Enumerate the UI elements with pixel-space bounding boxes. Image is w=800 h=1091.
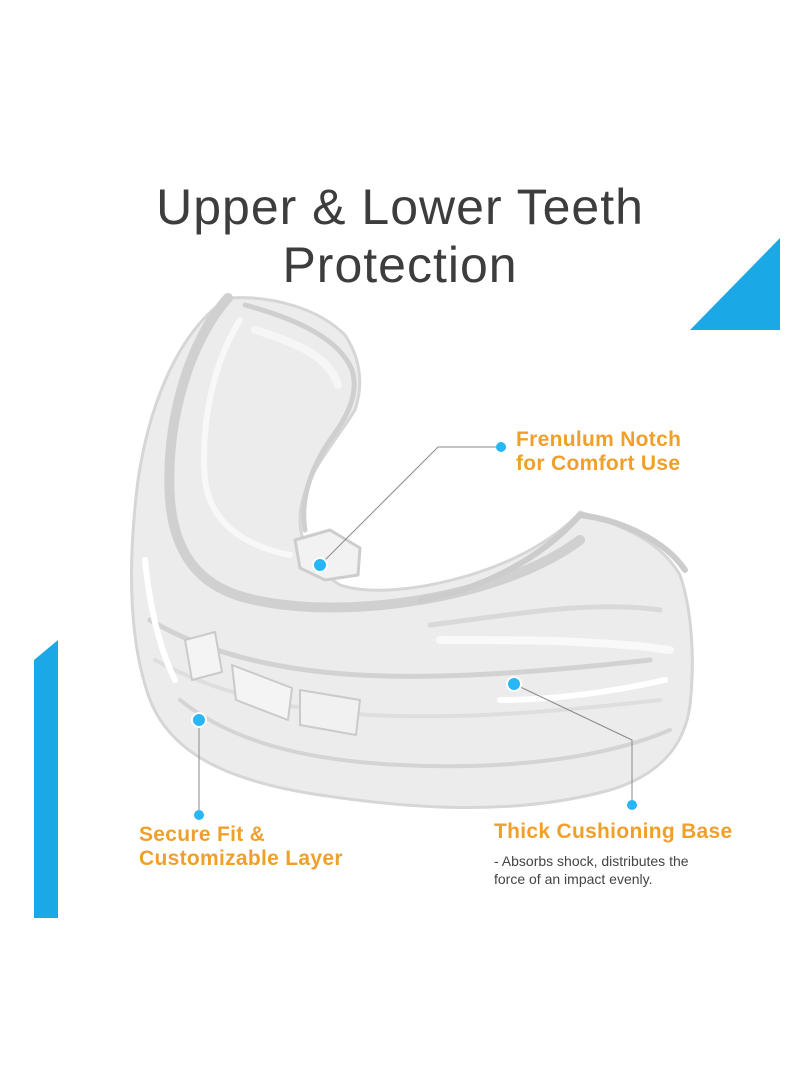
cushioning-dot-start bbox=[506, 676, 522, 692]
mouthguard-image bbox=[130, 293, 694, 809]
cushioning-base-label: Thick Cushioning Base bbox=[494, 820, 733, 844]
accent-triangle bbox=[690, 238, 780, 330]
secure-fit-label: Secure Fit & Customizable Layer bbox=[139, 823, 343, 871]
secure-fit-label-line-2: Customizable Layer bbox=[139, 847, 343, 870]
secure-fit-label-line-1: Secure Fit & bbox=[139, 823, 266, 846]
page-title: Upper & Lower Teeth Protection bbox=[0, 178, 800, 294]
cushioning-label-title: Thick Cushioning Base bbox=[494, 820, 733, 843]
frenulum-dot-end bbox=[496, 442, 506, 452]
page-title-line-1: Upper & Lower Teeth bbox=[156, 179, 644, 235]
frenulum-dot-start bbox=[312, 557, 328, 573]
frenulum-label-line-2: for Comfort Use bbox=[516, 452, 681, 475]
cushioning-base-description: - Absorbs shock, distributes the force o… bbox=[494, 852, 784, 888]
cushioning-dot-end bbox=[627, 800, 637, 810]
accent-bar bbox=[34, 640, 58, 918]
frenulum-label-line-1: Frenulum Notch bbox=[516, 428, 682, 451]
page-title-line-2: Protection bbox=[282, 237, 518, 293]
callout-dots bbox=[191, 442, 637, 820]
secure-fit-dot-end bbox=[194, 810, 204, 820]
cushioning-leader-line bbox=[513, 683, 633, 805]
cushioning-desc-line-1: - Absorbs shock, distributes the bbox=[494, 853, 689, 869]
cushioning-desc-line-2: force of an impact evenly. bbox=[494, 871, 653, 887]
frenulum-leader-line bbox=[319, 446, 500, 566]
secure-fit-dot-start bbox=[191, 712, 207, 728]
frenulum-notch-label: Frenulum Notch for Comfort Use bbox=[516, 428, 681, 476]
